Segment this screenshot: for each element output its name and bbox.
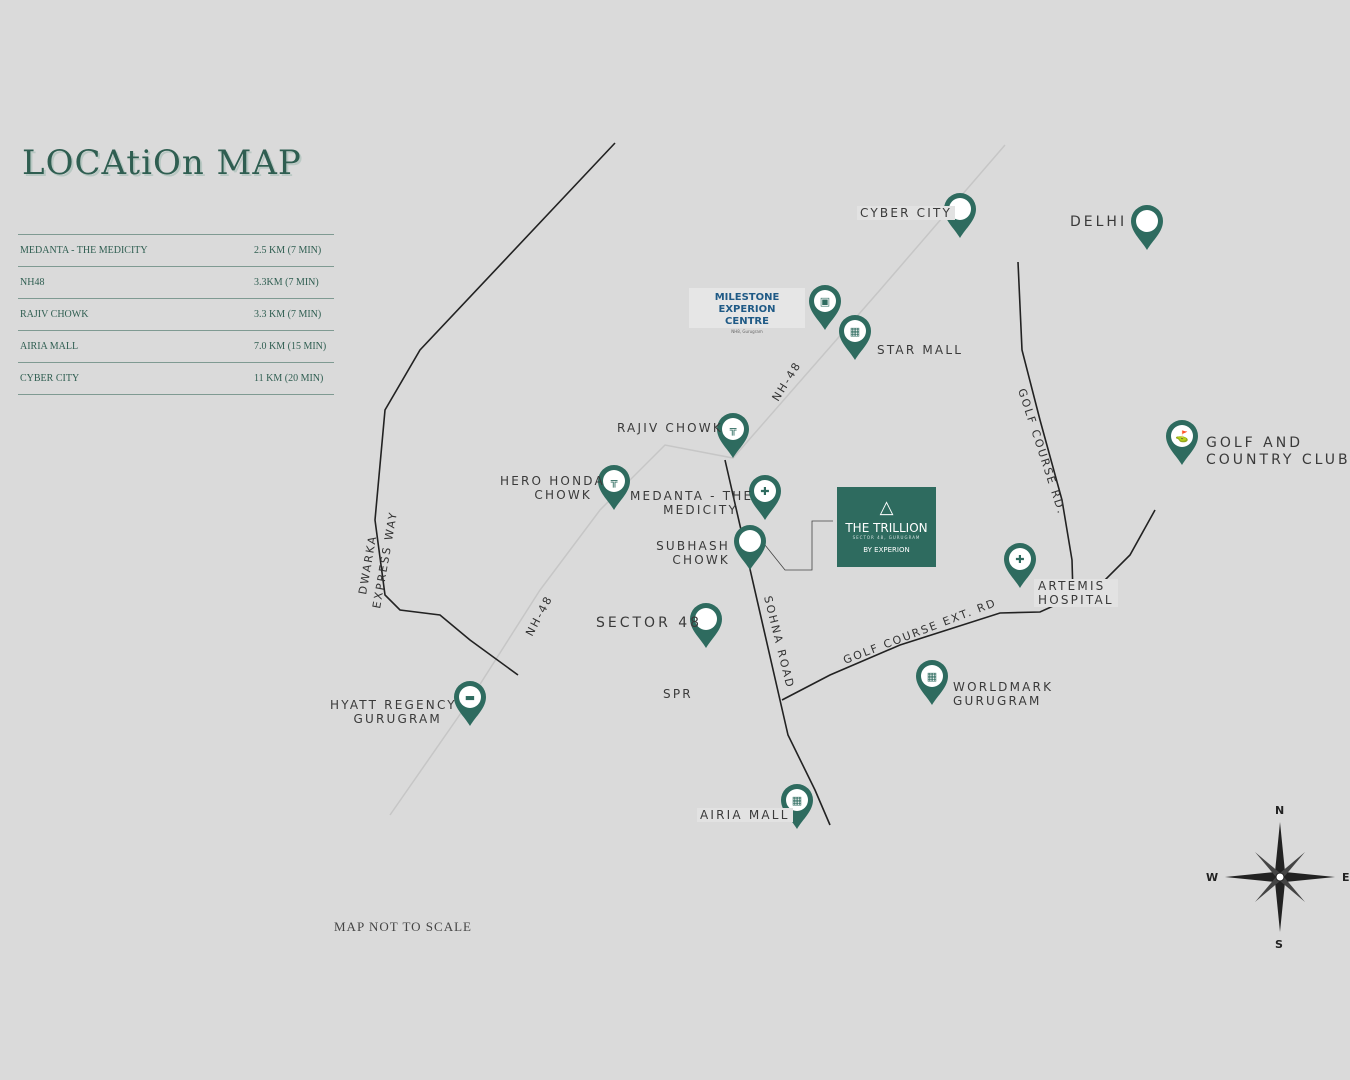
mall-icon: ▦ <box>792 794 802 807</box>
label-line: ARTEMIS <box>1038 579 1106 593</box>
label-line: CHOWK <box>534 488 592 502</box>
milestone-experion-logo: MILESTONE EXPERION CENTRE NH8, Gurugram <box>689 288 805 334</box>
label-sector-48: SECTOR 48 <box>596 615 703 631</box>
compass-north: N <box>1275 804 1285 817</box>
golf-course-road <box>1017 261 1074 596</box>
page-title: LOCAtiOn MAP <box>22 143 302 183</box>
sohna-road <box>724 459 831 826</box>
compass-east: E <box>1342 871 1350 884</box>
label-line: GURUGRAM <box>953 694 1042 708</box>
golf-course-ext-road <box>781 509 1156 701</box>
compass-west: W <box>1206 871 1219 884</box>
distance: 7.0 KM (15 MIN) <box>252 330 334 363</box>
label-spr: SPR <box>663 687 693 701</box>
place: CYBER CITY <box>18 362 252 395</box>
map-pin-milestone[interactable]: ▣ <box>809 285 841 330</box>
building-icon: ▣ <box>820 295 830 308</box>
map-pin-delhi[interactable] <box>1131 205 1163 250</box>
map-pin-golf-club[interactable]: ⛳ <box>1166 420 1198 465</box>
label-line: HYATT REGENCY <box>330 698 457 712</box>
connector-line <box>764 520 833 571</box>
map-pin-sector-48[interactable] <box>690 603 722 648</box>
golf-icon: ⛳ <box>1175 430 1189 443</box>
label-line: GOLF AND <box>1206 435 1304 451</box>
distance: 3.3KM (7 MIN) <box>252 266 334 299</box>
distance: 3.3 KM (7 MIN) <box>252 298 334 331</box>
map-pin-airia-mall[interactable]: ▦ <box>781 784 813 829</box>
label-line: SUBHASH <box>656 539 730 553</box>
intersection-icon: ╦ <box>729 423 737 436</box>
map-pin-artemis[interactable]: ✚ <box>1004 543 1036 588</box>
label-airia-mall: AIRIA MALL <box>697 808 793 822</box>
hospital-cross-icon: ✚ <box>760 485 769 498</box>
label-line: CHOWK <box>672 553 730 567</box>
label-line: MEDANTA - THE <box>630 489 754 503</box>
logo-line: NH8, Gurugram <box>731 329 763 334</box>
dwarka-expressway-road <box>374 142 616 676</box>
intersection-icon: ╦ <box>610 475 618 488</box>
label-cyber-city: CYBER CITY <box>857 206 956 220</box>
project-location: SECTOR 48, GURUGRAM <box>852 535 921 540</box>
label-line: WORLDMARK <box>953 680 1054 694</box>
compass-rose-icon <box>1225 822 1335 932</box>
label-rajiv-chowk: RAJIV CHOWK <box>617 421 723 435</box>
map-pin-rajiv-chowk[interactable]: ╦ <box>717 413 749 458</box>
mall-icon: ▦ <box>850 325 860 338</box>
label-line: GURUGRAM <box>353 712 442 726</box>
label-line: HOSPITAL <box>1038 593 1114 607</box>
map-pin-hyatt[interactable]: ▬ <box>454 681 486 726</box>
label-line: HERO HONDA <box>500 474 605 488</box>
scale-note: MAP NOT TO SCALE <box>334 919 472 934</box>
project-logo-box: △ THE TRILLION SECTOR 48, GURUGRAM BY EX… <box>837 487 936 567</box>
road-label-golf-course-ext: GOLF COURSE EXT. RD <box>841 596 998 667</box>
project-name: THE TRILLION <box>845 521 928 535</box>
hospital-cross-icon: ✚ <box>1015 553 1024 566</box>
map-pin-star-mall[interactable]: ▦ <box>839 315 871 360</box>
label-star-mall: STAR MALL <box>877 343 964 357</box>
map-pin-hero-honda[interactable]: ╦ <box>598 465 630 510</box>
mall-icon: ▦ <box>927 670 937 683</box>
map-pin-medanta[interactable]: ✚ <box>749 475 781 520</box>
compass-south: S <box>1275 938 1283 951</box>
road-label-golf-course: GOLF COURSE RD. <box>1015 387 1068 517</box>
triangle-logo-icon: △ <box>879 497 894 518</box>
place: AIRIA MALL <box>18 330 252 363</box>
distance: 11 KM (20 MIN) <box>252 362 334 395</box>
nh48-road <box>389 144 1006 816</box>
logo-line: CENTRE <box>725 316 769 327</box>
map-pin-subhash-chowk[interactable] <box>734 525 766 570</box>
map-pin-worldmark[interactable]: ▦ <box>916 660 948 705</box>
place: RAJIV CHOWK <box>18 298 252 331</box>
distance: 2.5 KM (7 MIN) <box>252 234 334 267</box>
road-label-nh48-south: NH-48 <box>523 593 555 638</box>
project-developer: BY EXPERION <box>863 546 910 554</box>
label-line: MEDICITY <box>663 503 738 517</box>
label-delhi: DELHI <box>1070 214 1128 230</box>
label-line: COUNTRY CLUB <box>1206 452 1350 468</box>
bed-icon: ▬ <box>465 691 475 704</box>
logo-line: MILESTONE EXPERION <box>714 292 780 315</box>
place: NH48 <box>18 266 252 299</box>
place: MEDANTA - THE MEDICITY <box>18 234 252 267</box>
